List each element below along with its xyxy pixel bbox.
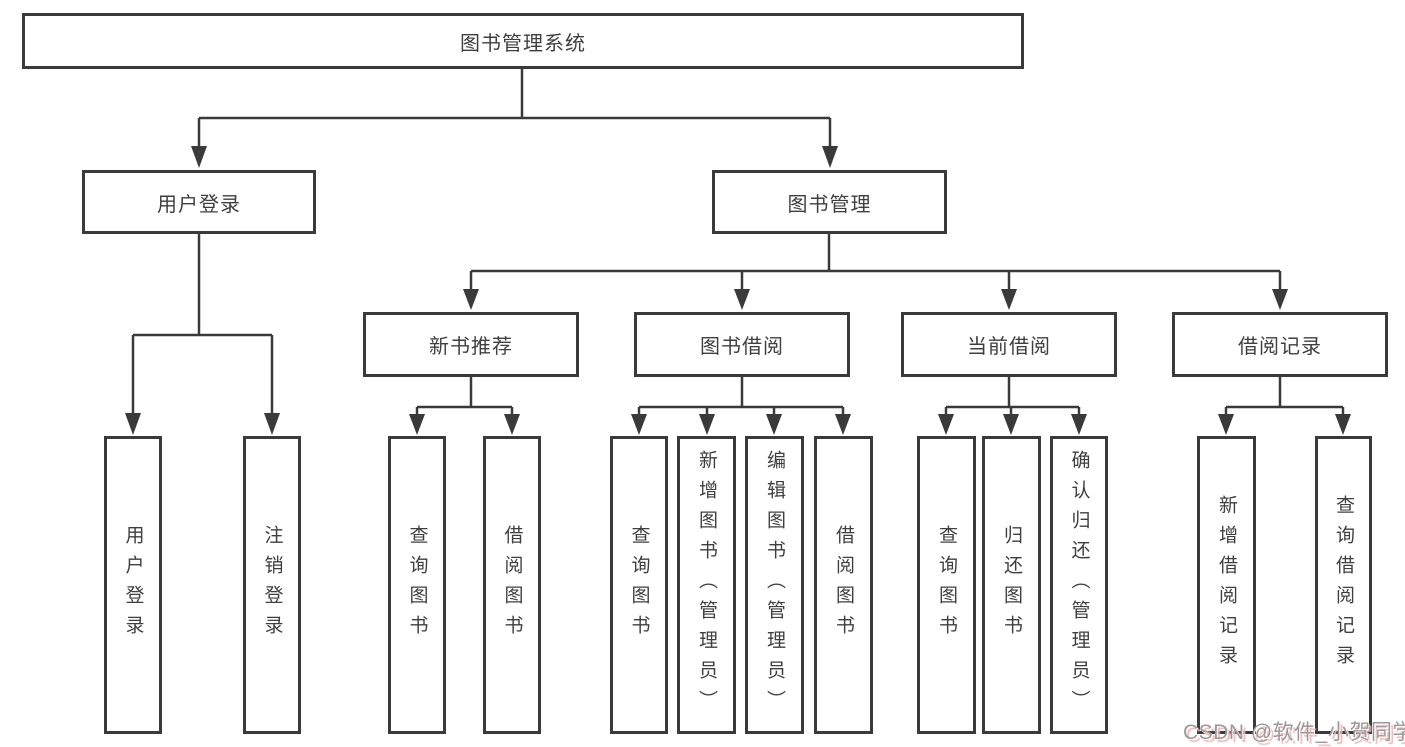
node-br-add-record: 新增借阅记录	[1197, 436, 1256, 734]
node-book-management: 图书管理	[712, 170, 947, 234]
connector-borrow-records-children	[1224, 376, 1345, 414]
connector-lines	[131, 68, 1345, 414]
node-bb-borrow-books-label: 借阅图书	[833, 525, 854, 645]
node-cb-return-books: 归还图书	[982, 436, 1041, 734]
node-cb-confirm-return: 确认归还（管理员）	[1050, 436, 1108, 734]
node-bb-edit-books: 编辑图书（管理员）	[745, 436, 804, 734]
node-user-login-label: 用户登录	[157, 193, 241, 216]
node-br-query-record-label: 查询借阅记录	[1333, 495, 1354, 675]
node-cb-query-books-label: 查询图书	[936, 525, 957, 645]
node-new-book-recommend: 新书推荐	[363, 312, 579, 377]
connector-new-book-rec-children	[415, 376, 514, 414]
node-br-query-record: 查询借阅记录	[1315, 436, 1372, 734]
connector-root-to-level2	[197, 68, 832, 147]
node-nbr-query-books: 查询图书	[388, 436, 446, 734]
node-current-borrow-label: 当前借阅	[967, 336, 1051, 358]
node-bb-query-books: 查询图书	[610, 436, 668, 734]
connector-book-borrow-children	[637, 376, 845, 414]
node-borrow-records-label: 借阅记录	[1238, 336, 1322, 358]
arrowheads	[125, 146, 1351, 435]
node-leaf-user-login: 用户登录	[104, 436, 162, 734]
node-bb-add-books-label: 新增图书（管理员）	[696, 450, 717, 720]
node-new-book-recommend-label: 新书推荐	[429, 336, 513, 358]
node-book-borrow-label: 图书借阅	[700, 336, 784, 358]
node-book-management-label: 图书管理	[787, 193, 872, 216]
node-cb-return-books-label: 归还图书	[1001, 525, 1022, 645]
node-leaf-logout: 注销登录	[243, 436, 301, 734]
node-bb-add-books: 新增图书（管理员）	[677, 436, 736, 734]
node-root: 图书管理系统	[22, 13, 1024, 69]
connector-user-login-children	[131, 233, 274, 413]
node-cb-query-books: 查询图书	[917, 436, 976, 734]
node-br-add-record-label: 新增借阅记录	[1216, 495, 1237, 675]
node-root-label: 图书管理系统	[460, 32, 586, 55]
node-borrow-records: 借阅记录	[1172, 312, 1388, 377]
connector-book-mgmt-children	[469, 233, 1282, 289]
node-leaf-user-login-label: 用户登录	[122, 525, 144, 645]
node-cb-confirm-return-label: 确认归还（管理员）	[1068, 450, 1090, 720]
node-bb-borrow-books: 借阅图书	[814, 436, 873, 734]
node-nbr-borrow-books-label: 借阅图书	[501, 525, 523, 645]
node-book-borrow: 图书借阅	[634, 312, 850, 377]
node-leaf-logout-label: 注销登录	[261, 525, 283, 645]
node-nbr-query-books-label: 查询图书	[406, 525, 428, 645]
node-nbr-borrow-books: 借阅图书	[483, 436, 541, 734]
connector-current-borrow-children	[944, 376, 1081, 414]
node-bb-query-books-label: 查询图书	[628, 525, 650, 645]
node-user-login: 用户登录	[82, 170, 316, 234]
node-current-borrow: 当前借阅	[901, 312, 1117, 377]
node-bb-edit-books-label: 编辑图书（管理员）	[764, 450, 785, 720]
